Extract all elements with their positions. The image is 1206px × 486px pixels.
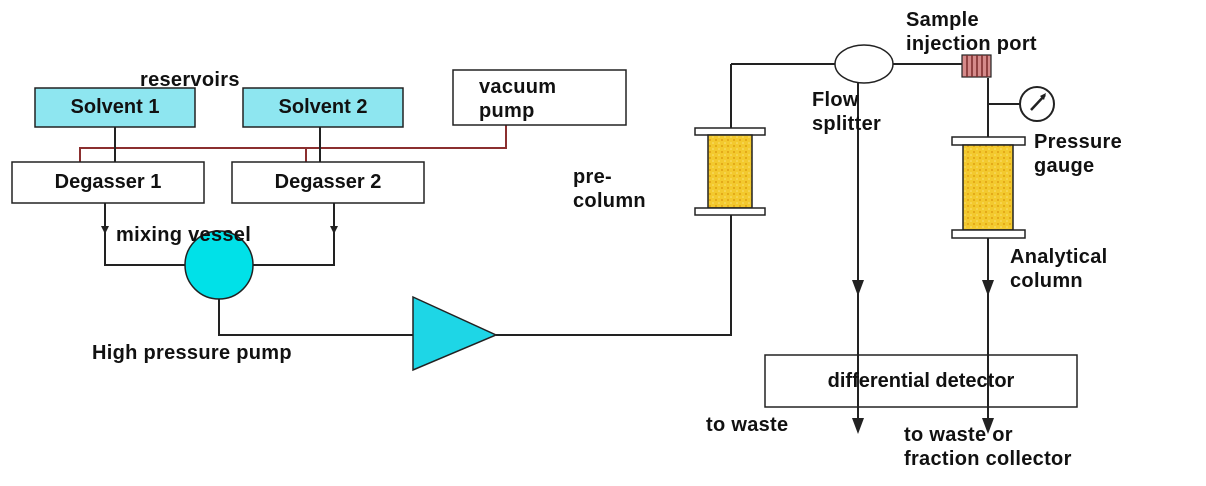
degasser-1-box bbox=[11, 161, 205, 204]
mixing-vessel bbox=[184, 230, 254, 300]
to-waste-or-fraction-label: to waste or fraction collector bbox=[904, 424, 1072, 470]
degasser-2-box bbox=[231, 161, 425, 204]
flow-splitter bbox=[834, 44, 894, 84]
high-pressure-pump bbox=[412, 295, 498, 372]
analytical-column bbox=[951, 136, 1026, 239]
vacuum-line bbox=[79, 125, 507, 162]
solvent-2-reservoir bbox=[242, 87, 404, 128]
reservoirs-label: reservoirs bbox=[140, 69, 240, 91]
degasser-arrows bbox=[101, 226, 338, 234]
pre-column bbox=[694, 127, 766, 216]
pressure-gauge-label: Pressure gauge bbox=[1034, 131, 1123, 177]
flow-splitter-label: Flow splitter bbox=[812, 89, 882, 135]
sample-injection-port bbox=[961, 54, 992, 78]
solvent-2-label: Solvent 2 bbox=[278, 96, 368, 118]
mixing-vessel-label: mixing vessel bbox=[116, 224, 252, 246]
analytical-column-label: Analytical column bbox=[1010, 246, 1108, 292]
to-waste-label: to waste bbox=[706, 414, 789, 436]
differential-detector-box bbox=[764, 354, 1078, 408]
solvent-1-label: Solvent 1 bbox=[70, 96, 160, 118]
solvent-1-reservoir bbox=[34, 87, 196, 128]
pre-column-label: pre- column bbox=[573, 166, 646, 212]
outlet-arrows bbox=[852, 280, 994, 434]
vacuum-pump-box bbox=[452, 69, 627, 126]
degasser-2-label: Degasser 2 bbox=[274, 171, 382, 193]
differential-detector-label: differential detector bbox=[827, 369, 1015, 392]
vacuum-pump-label: vacuum pump bbox=[479, 76, 557, 122]
pressure-gauge-icon bbox=[1019, 86, 1055, 122]
degasser-1-label: Degasser 1 bbox=[54, 171, 162, 193]
flow-lines bbox=[104, 63, 1020, 425]
high-pressure-pump-label: High pressure pump bbox=[92, 342, 292, 364]
sample-injection-port-label: Sample injection port bbox=[906, 9, 1037, 55]
